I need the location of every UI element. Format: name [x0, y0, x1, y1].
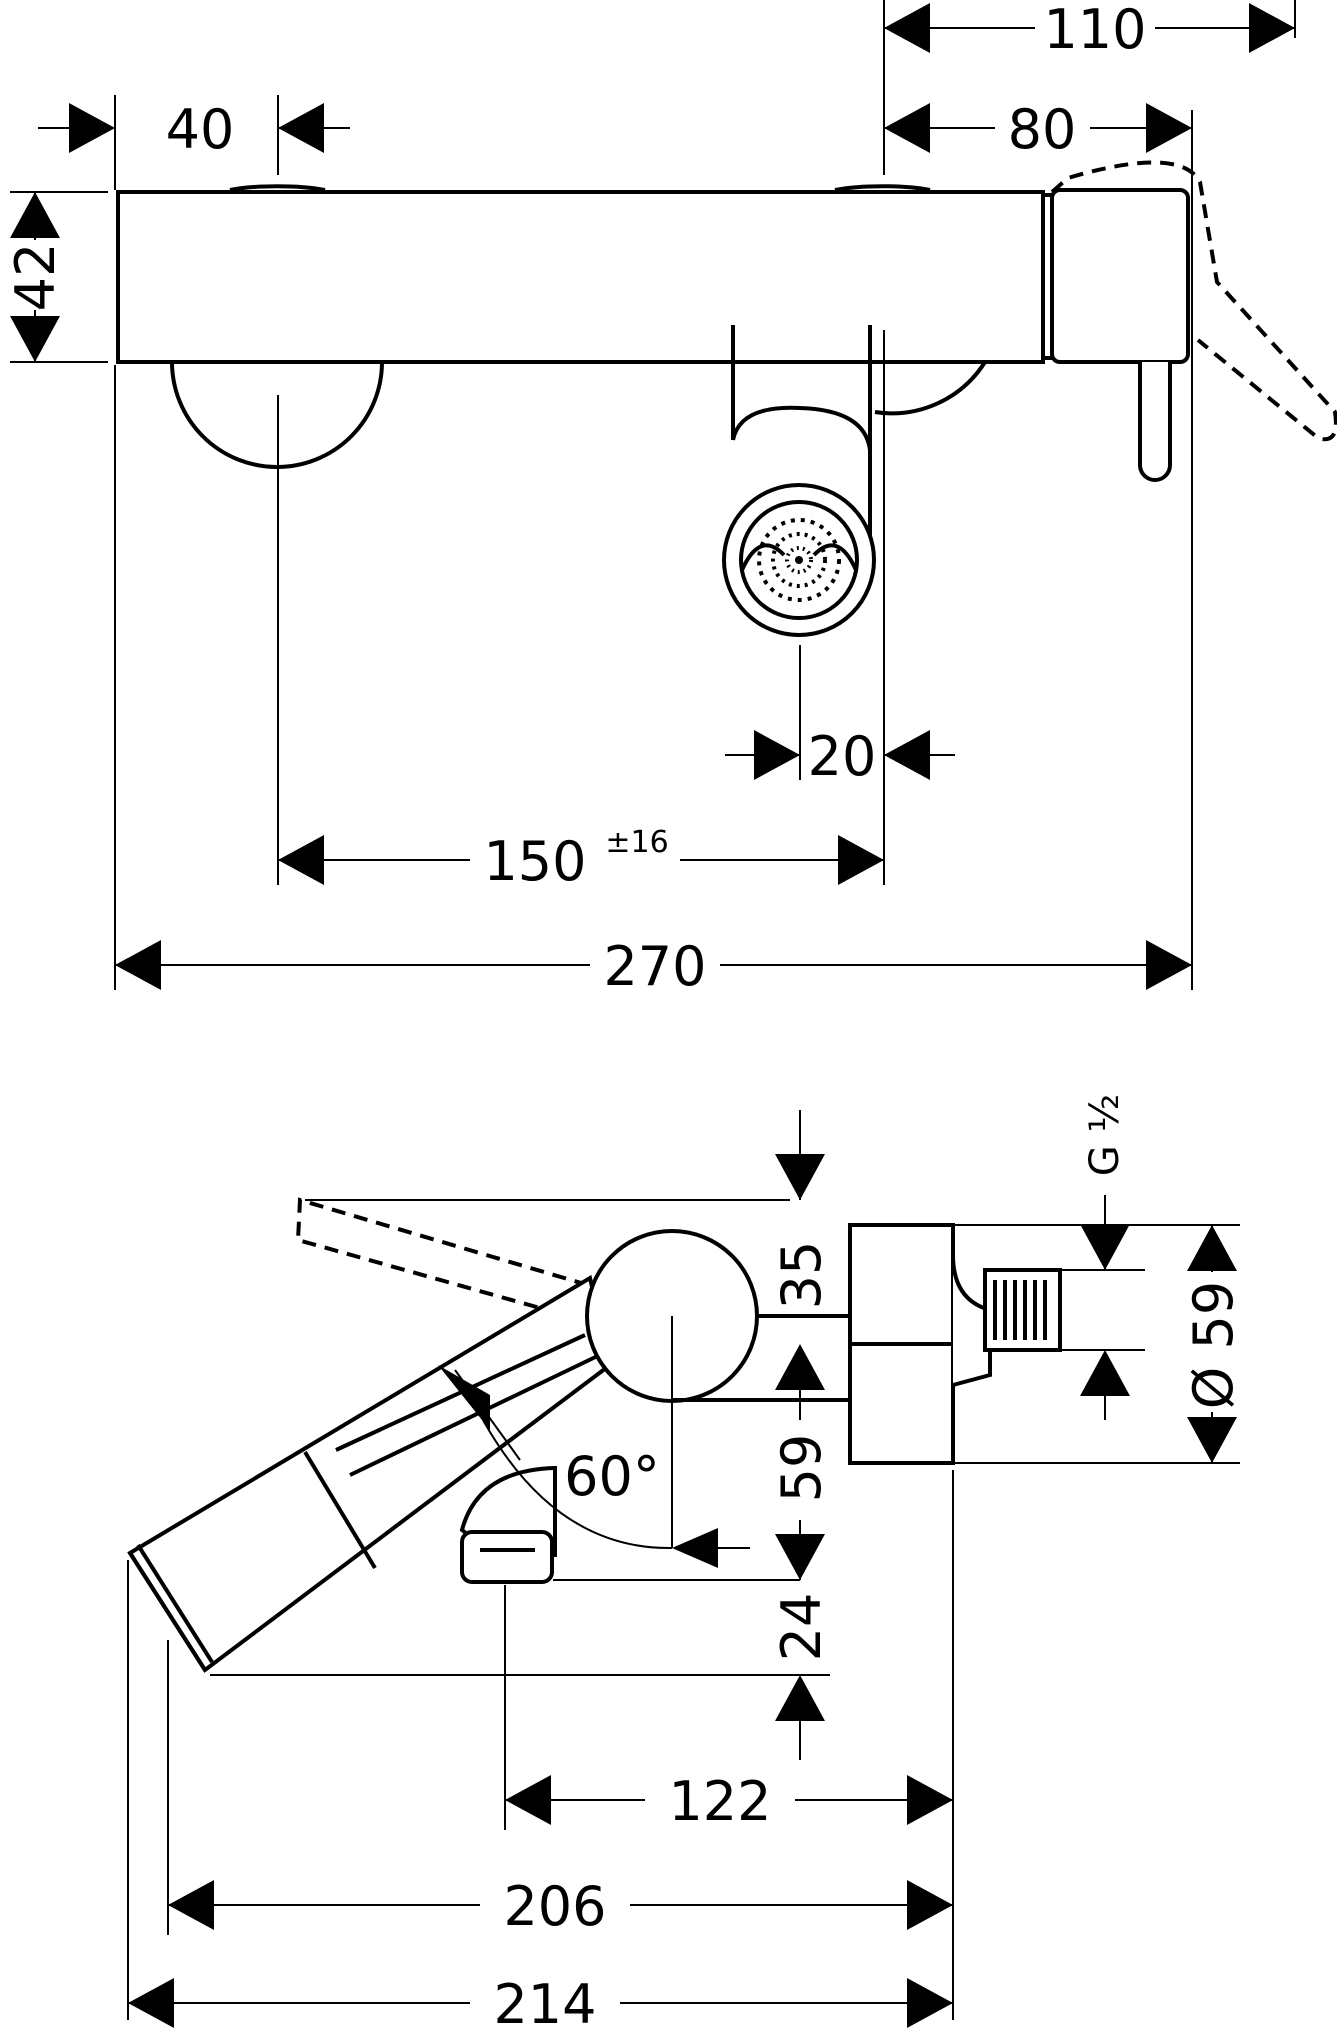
side-outlet-tip [460, 1530, 554, 1584]
side-lever-alternate [295, 1197, 589, 1317]
spout-top-curve [731, 405, 872, 451]
dim-centers-tolerance: ±16 [605, 825, 668, 860]
thread-label: G ½ [1082, 1094, 1128, 1176]
dim-centers: 150 [483, 830, 586, 893]
side-view: 60° 35 59 24 G ½ Ø 59 122 [127, 1094, 1245, 2031]
lever-hub [1050, 188, 1190, 364]
aerator-left [740, 543, 786, 571]
dim-inlet-height: 59 [770, 1434, 833, 1503]
front-view: 110 80 40 42 20 150 ±16 [4, 0, 1337, 998]
mixer-body [116, 190, 1045, 364]
aerator-right [812, 543, 858, 571]
dim-outlet-offset: 20 [808, 725, 877, 788]
angle-arc [469, 1394, 673, 1550]
dim-overall-width: 270 [603, 935, 706, 998]
right-escutcheon-bottom [874, 360, 987, 416]
side-inlet-thread [983, 1268, 1062, 1352]
dim-body-height: 42 [4, 243, 67, 312]
dim-spout-drop: 24 [770, 1593, 833, 1662]
left-escutcheon-top [229, 184, 326, 192]
lever-handle [1138, 362, 1172, 482]
right-escutcheon-top [834, 184, 931, 192]
dim-wall-to-lever-front: 206 [503, 1875, 606, 1938]
dim-lever-clearance: 35 [770, 1241, 833, 1310]
lever-alternate-position [1050, 160, 1337, 442]
dim-wall-to-lever-tip: 214 [493, 1973, 596, 2031]
dim-overall-depth: 110 [1043, 0, 1146, 61]
dim-inlet-offset: 40 [166, 98, 235, 161]
dim-wall-to-spout: 122 [668, 1770, 771, 1833]
dim-lever-reach: 80 [1008, 98, 1077, 161]
dim-flange-diameter: Ø 59 [1182, 1281, 1245, 1409]
dim-angle: 60° [564, 1445, 660, 1508]
